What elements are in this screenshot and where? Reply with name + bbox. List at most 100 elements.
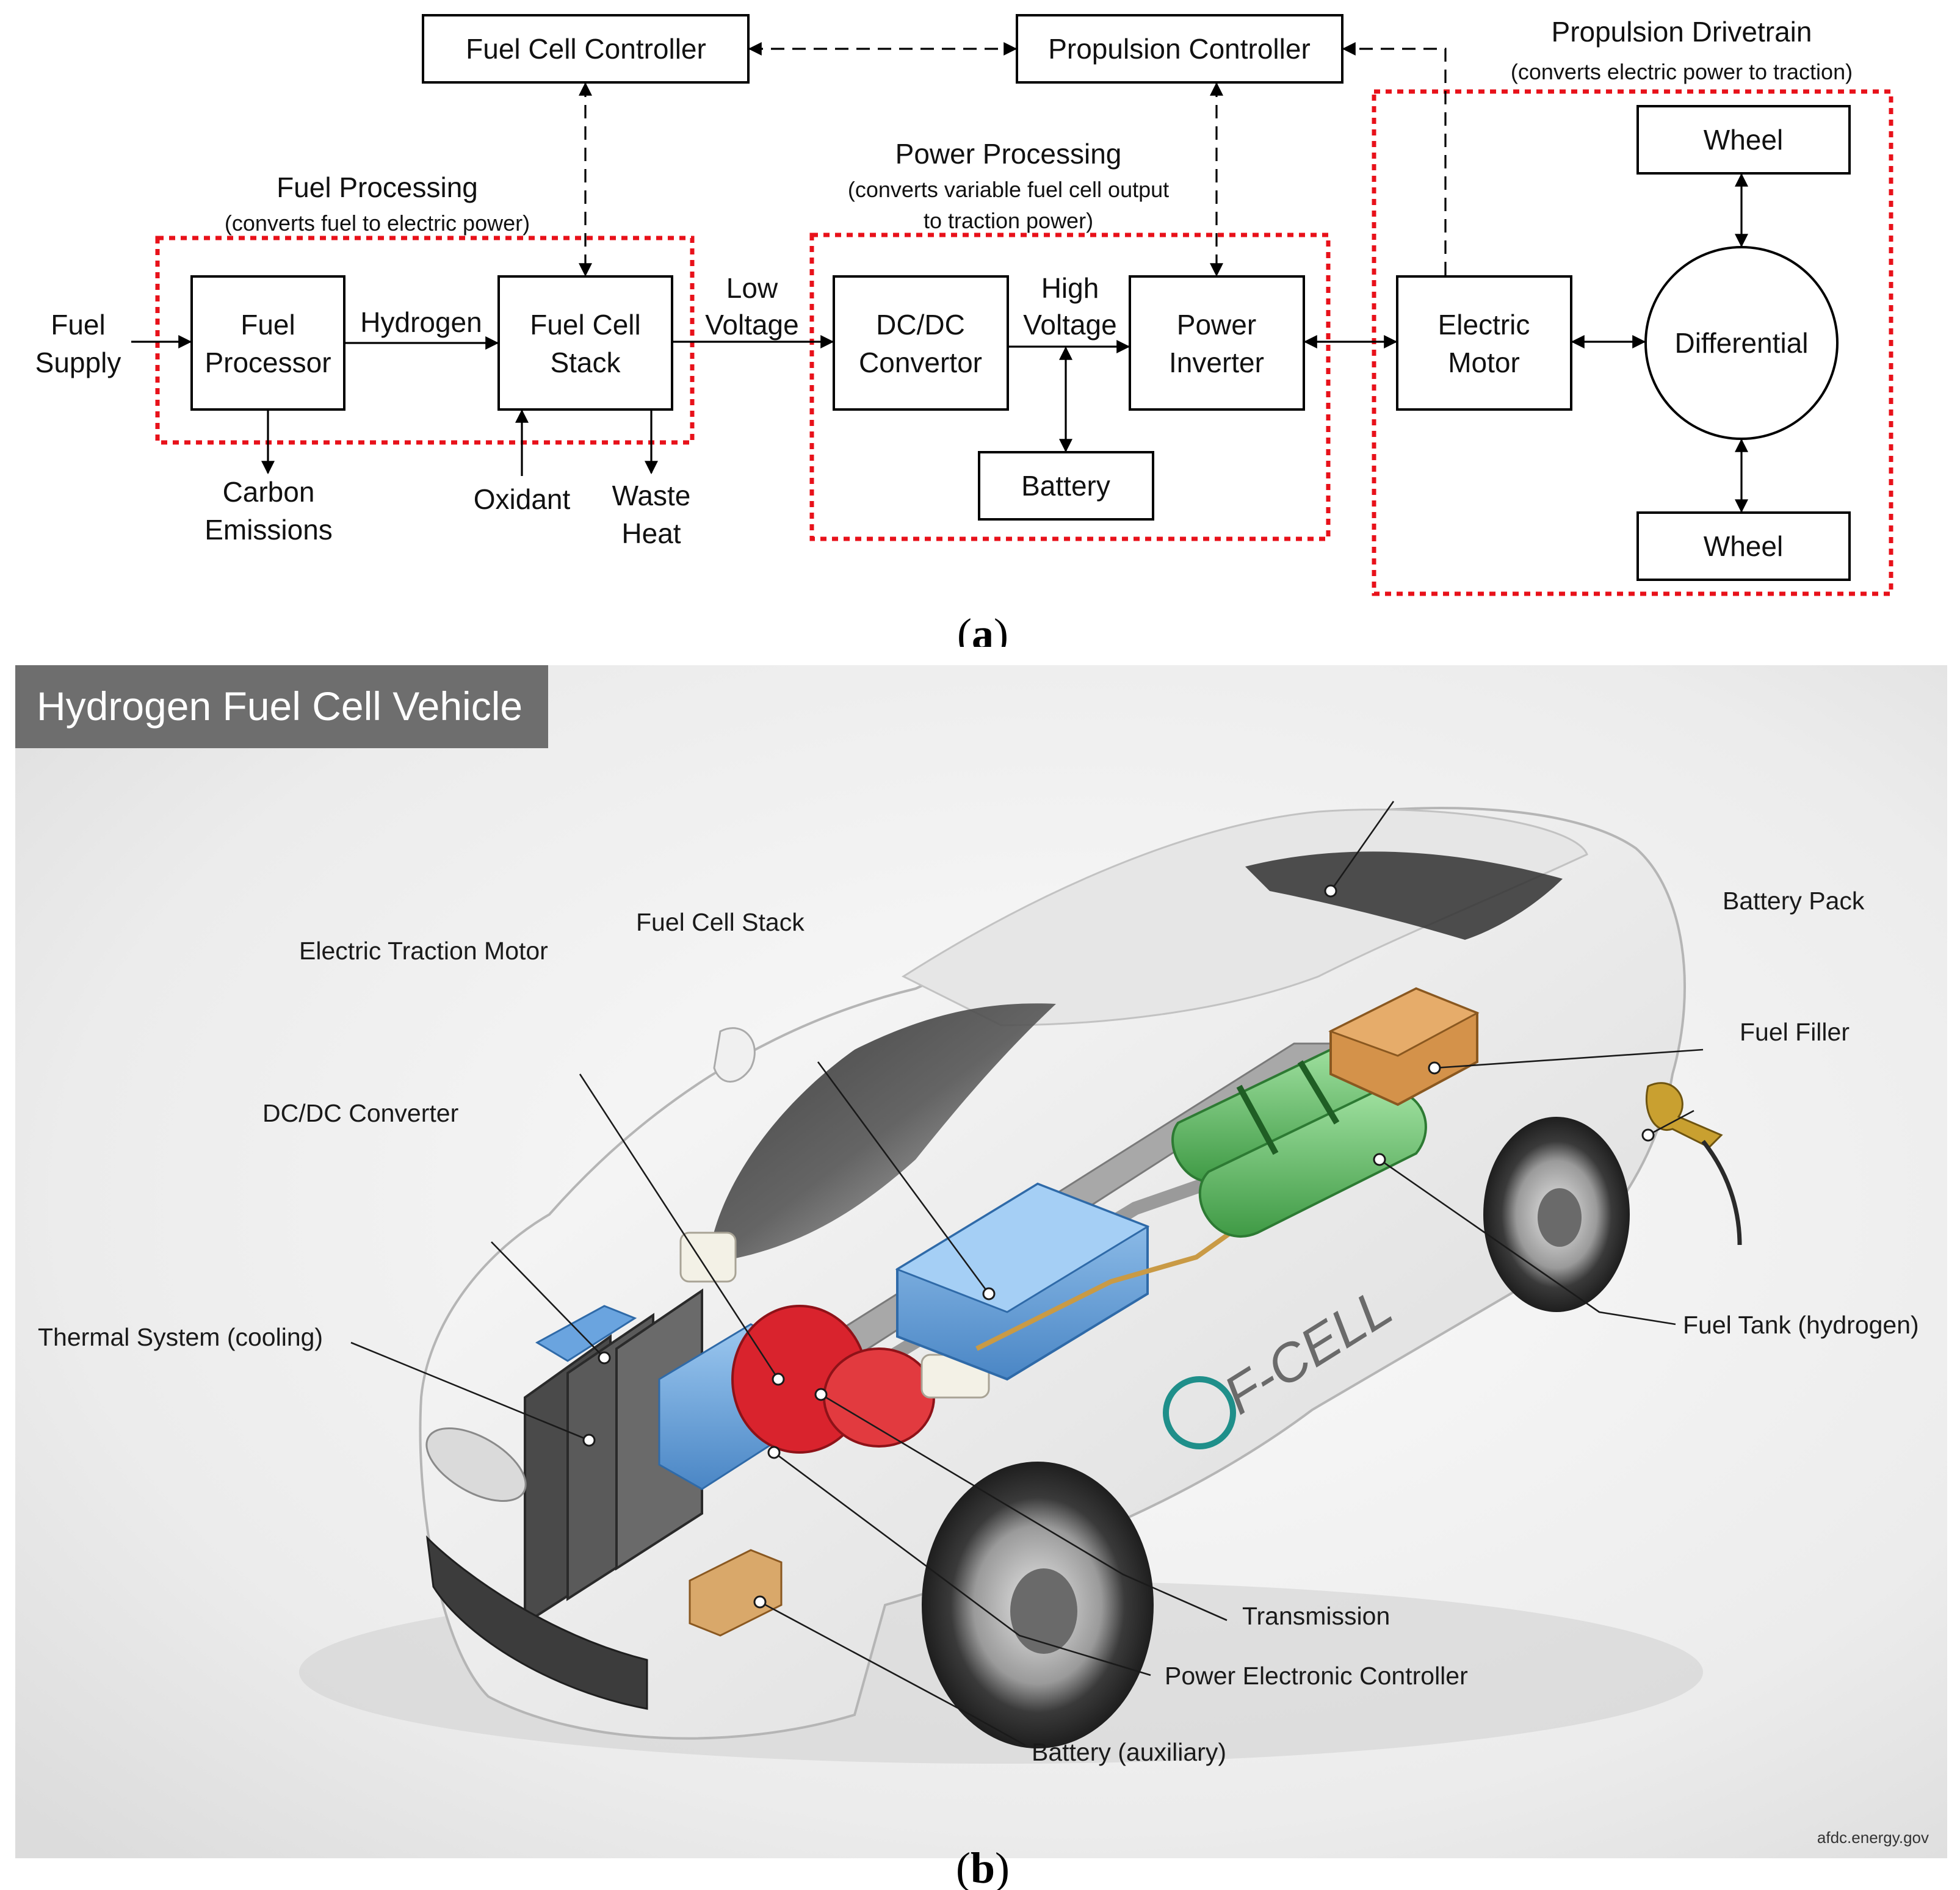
dot-fuel-cell-stack xyxy=(982,1287,996,1300)
dcdc-convertor-label-1: DC/DC xyxy=(876,309,965,341)
callout-thermal-system: Thermal System (cooling) xyxy=(38,1323,323,1351)
waste-heat-label-2: Heat xyxy=(621,518,681,549)
dot-thermal-system xyxy=(582,1434,596,1447)
power-processing-title: Power Processing xyxy=(895,138,1122,170)
callout-fuel-filler: Fuel Filler xyxy=(1740,1018,1850,1046)
fcell-logo-icon xyxy=(1163,1376,1236,1449)
power-inverter-label-2: Inverter xyxy=(1169,347,1264,378)
fuel-cell-stack-box xyxy=(497,275,673,411)
electric-motor-box xyxy=(1396,275,1572,411)
rear-window xyxy=(1245,851,1563,940)
battery-box xyxy=(978,451,1154,521)
front-grille xyxy=(425,1535,648,1710)
power-processing-subtitle-2: to traction power) xyxy=(924,208,1093,233)
battery-pack-top xyxy=(1328,987,1480,1057)
caption-b-letter: b xyxy=(971,1844,995,1890)
fuel-processor-box xyxy=(190,275,345,411)
leader-roof xyxy=(1329,801,1395,892)
differential-label: Differential xyxy=(1674,327,1808,359)
leader-electric-traction-motor xyxy=(579,1073,779,1380)
dot-dcdc-converter xyxy=(598,1351,611,1365)
windshield xyxy=(708,1003,1056,1263)
fuel-filler-hose xyxy=(1701,1139,1742,1246)
wheel-bottom-label: Wheel xyxy=(1704,530,1783,562)
dot-transmission xyxy=(814,1388,828,1401)
power-processing-subtitle-1: (converts variable fuel cell output xyxy=(848,177,1169,202)
carbon-emissions-label-2: Emissions xyxy=(204,514,333,546)
dot-roof xyxy=(1324,884,1337,898)
rear-wheel-hub xyxy=(1538,1188,1582,1247)
wheel-top-label: Wheel xyxy=(1704,124,1783,156)
fuel-processing-group xyxy=(155,236,695,445)
callout-power-electronic-controller: Power Electronic Controller xyxy=(1165,1662,1468,1690)
power-inverter-label-1: Power xyxy=(1177,309,1256,341)
caption-a: (a) xyxy=(957,610,1008,647)
caption-a-letter: a xyxy=(972,610,994,647)
fuel-cell-controller-label: Fuel Cell Controller xyxy=(466,33,706,65)
dot-fuel-filler xyxy=(1641,1128,1655,1142)
fuel-tanks-part xyxy=(1171,1046,1427,1238)
thermal-radiators xyxy=(524,1288,703,1626)
callout-fuel-cell-stack: Fuel Cell Stack xyxy=(636,908,805,936)
dot-electric-traction-motor xyxy=(772,1372,785,1386)
leader-fuel-tank xyxy=(1379,1158,1676,1326)
callout-electric-traction-motor: Electric Traction Motor xyxy=(299,937,548,965)
block-diagram: Fuel Processing (converts fuel to electr… xyxy=(35,14,1893,647)
propulsion-subtitle: (converts electric power to traction) xyxy=(1511,59,1853,84)
high-voltage-label-2: Voltage xyxy=(1023,309,1116,341)
front-wheel-hub xyxy=(1010,1568,1077,1654)
fuel-processing-title: Fuel Processing xyxy=(277,171,478,203)
power-inverter-box xyxy=(1129,275,1305,411)
callout-battery-auxiliary: Battery (auxiliary) xyxy=(1032,1738,1226,1766)
vehicle-illustration: Hydrogen Fuel Cell Vehicle xyxy=(15,665,1947,1890)
callout-transmission: Transmission xyxy=(1242,1602,1390,1630)
waste-heat-label-1: Waste xyxy=(612,480,691,511)
fuel-cell-stack-top xyxy=(895,1183,1150,1313)
oxidant-label: Oxidant xyxy=(474,483,571,515)
dot-battery-pack xyxy=(1428,1061,1441,1075)
fuel-processor-label-2: Processor xyxy=(204,347,331,378)
fuel-supply-label-1: Fuel xyxy=(51,309,105,341)
side-mirror xyxy=(713,1027,756,1083)
leader-thermal-system xyxy=(350,1341,590,1441)
leader-dcdc-converter xyxy=(491,1241,605,1358)
callout-fuel-tank: Fuel Tank (hydrogen) xyxy=(1683,1311,1919,1339)
dcdc-convertor-box xyxy=(833,275,1009,411)
leader-battery-pack xyxy=(1434,1048,1704,1069)
hydrogen-label: Hydrogen xyxy=(360,306,482,338)
high-voltage-label-1: High xyxy=(1041,272,1099,304)
low-voltage-label-1: Low xyxy=(726,272,778,304)
source-credit: afdc.energy.gov xyxy=(1817,1828,1929,1847)
fuel-cell-stack-label-2: Stack xyxy=(550,347,621,378)
caption-b: (b) xyxy=(956,1844,1010,1890)
arrow-motor-prop-controller xyxy=(1342,42,1447,275)
fuel-processing-subtitle: (converts fuel to electric power) xyxy=(225,211,530,236)
dot-power-electronic-controller xyxy=(767,1446,781,1459)
carbon-emissions-label-1: Carbon xyxy=(223,476,315,508)
leader-fuel-filler xyxy=(1647,1109,1694,1136)
leader-power-electronic-controller xyxy=(773,1451,1151,1676)
propulsion-controller-label: Propulsion Controller xyxy=(1048,33,1311,65)
low-voltage-label-2: Voltage xyxy=(705,309,798,341)
fuel-processor-label-1: Fuel xyxy=(240,309,295,341)
leader-transmission xyxy=(820,1393,1228,1621)
header-banner xyxy=(15,665,548,748)
dot-battery-auxiliary xyxy=(753,1595,767,1609)
dcdc-converter-part xyxy=(535,1305,637,1362)
callout-dcdc-converter: DC/DC Converter xyxy=(262,1099,458,1127)
battery-label: Battery xyxy=(1021,470,1110,502)
leader-fuel-cell-stack xyxy=(817,1061,990,1294)
fuel-cell-stack-label-1: Fuel Cell xyxy=(530,309,641,341)
power-processing-group xyxy=(809,233,1331,541)
propulsion-title: Propulsion Drivetrain xyxy=(1552,16,1812,48)
electric-motor-label-2: Motor xyxy=(1448,347,1520,378)
dot-fuel-tank xyxy=(1373,1153,1386,1166)
electric-motor-label-1: Electric xyxy=(1438,309,1530,341)
header-title: Hydrogen Fuel Cell Vehicle xyxy=(37,684,523,729)
wheel-bottom-box xyxy=(1636,511,1851,581)
dcdc-convertor-label-2: Convertor xyxy=(859,347,982,378)
coolant-reservoir xyxy=(679,1232,737,1283)
callout-battery-pack: Battery Pack xyxy=(1723,887,1865,915)
fuel-filler-part xyxy=(1645,1082,1723,1149)
headlight xyxy=(425,1427,527,1502)
